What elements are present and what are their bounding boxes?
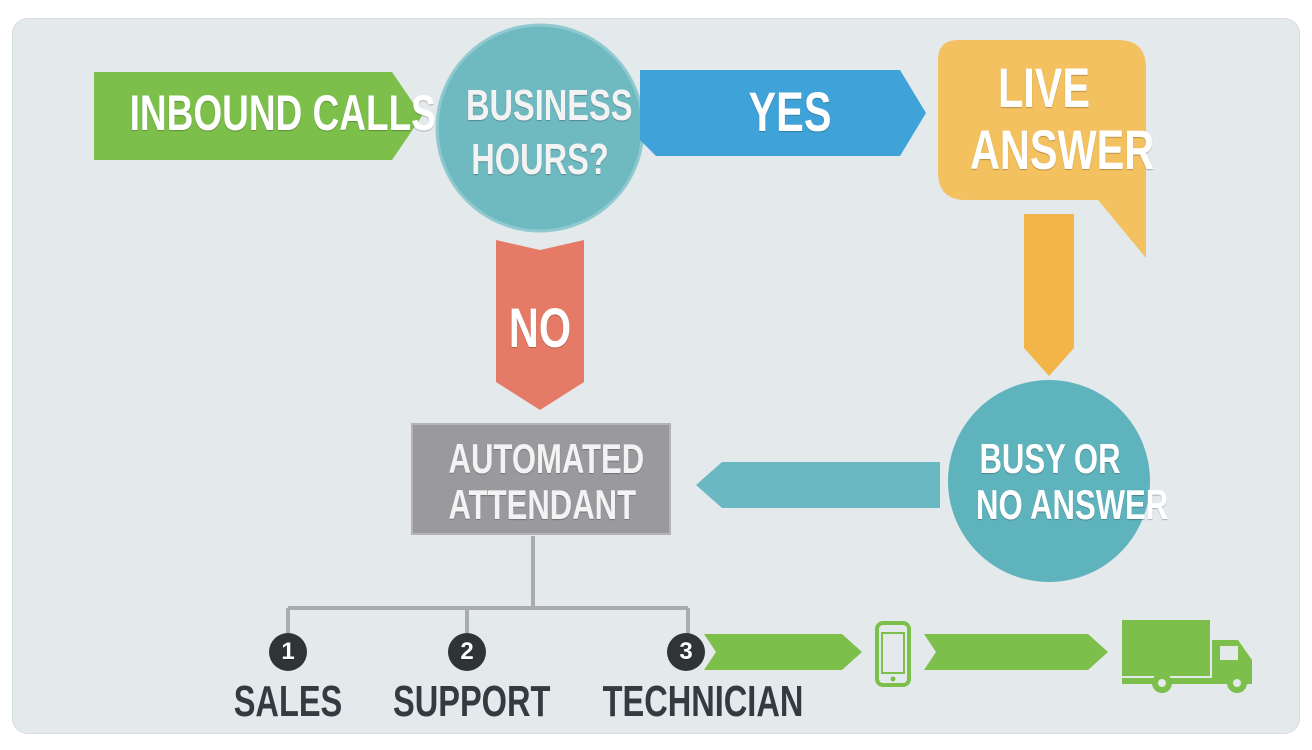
mobile-phone-icon	[875, 621, 911, 687]
technician-to-phone-arrow	[704, 634, 862, 670]
inbound-calls-arrow	[94, 72, 422, 160]
live-answer-label-line2: ANSWER	[970, 118, 1155, 181]
option-1-number: 1	[281, 638, 295, 665]
automated-attendant-label-line1: AUTOMATED	[448, 435, 645, 482]
live-answer-label-line1: LIVE	[997, 56, 1091, 119]
options-tree	[286, 536, 690, 634]
busy-no-answer-circle	[948, 380, 1150, 582]
option-3-badge	[667, 633, 705, 671]
delivery-truck-icon	[1122, 620, 1252, 693]
business-hours-label-line2: HOURS?	[471, 135, 609, 184]
inbound-calls-label: INBOUND CALLS	[129, 85, 436, 141]
automated-attendant-box	[411, 423, 671, 535]
live-answer-bubble	[938, 40, 1146, 258]
no-label: NO	[508, 296, 572, 359]
automated-attendant-label-line2: ATTENDANT	[448, 481, 637, 528]
live-to-busy-arrow	[1024, 214, 1074, 376]
option-technician-label: TECHNICIAN	[602, 677, 804, 726]
busy-to-attendant-arrow	[696, 462, 940, 508]
option-3-number: 3	[679, 638, 693, 665]
option-support-label: SUPPORT	[393, 677, 551, 726]
phone-to-truck-arrow	[924, 634, 1108, 670]
option-2-number: 2	[460, 638, 474, 665]
business-hours-label-line1: BUSINESS	[466, 81, 633, 130]
yes-arrow	[640, 70, 926, 156]
option-2-badge	[448, 633, 486, 671]
no-arrow	[496, 240, 584, 410]
option-1-badge	[269, 633, 307, 671]
busy-no-answer-label-line2: NO ANSWER	[976, 481, 1169, 528]
yes-label: YES	[748, 80, 832, 143]
option-sales-label: SALES	[233, 677, 343, 726]
busy-no-answer-label-line1: BUSY OR	[979, 435, 1121, 482]
